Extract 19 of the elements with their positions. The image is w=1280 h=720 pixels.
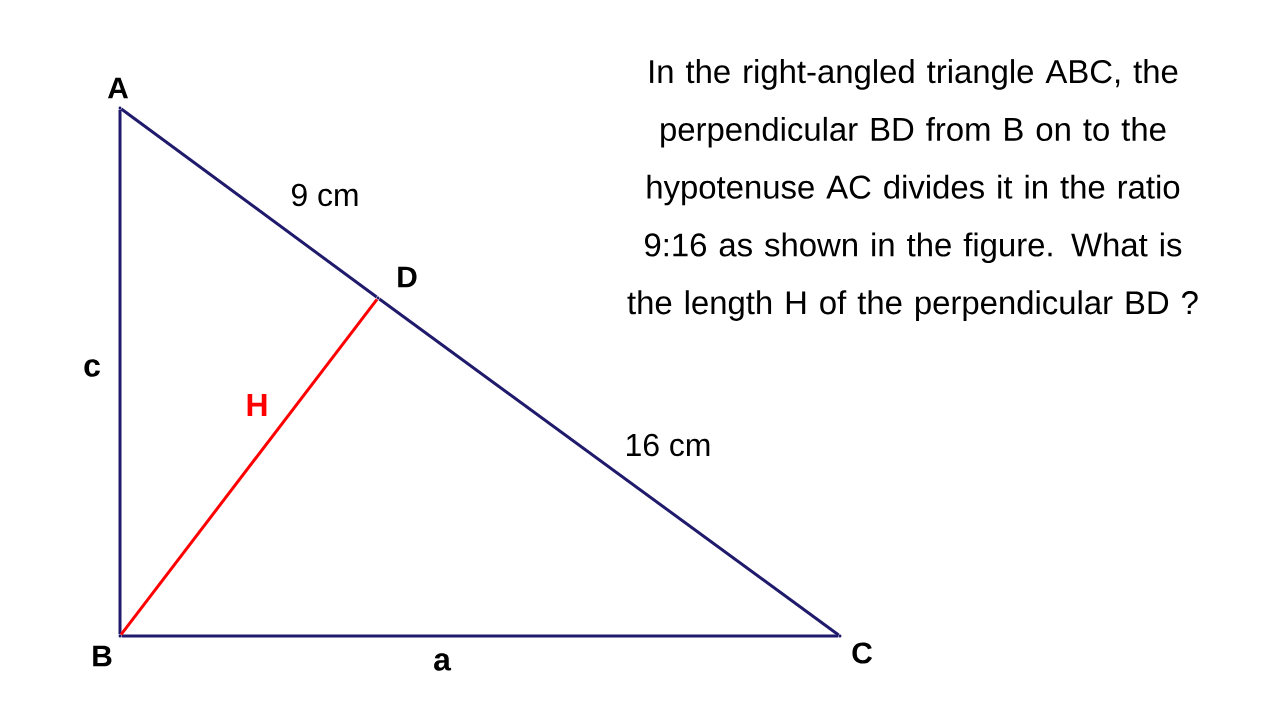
line-segment bbox=[378, 297, 840, 637]
node-label: D bbox=[398, 266, 417, 288]
question-text: In the right-angled triangle ABC, the perpendicular BD from B on to the hypotenuse AC divides it in the ratio 9:16 as shown in the figure. What is the length H of the perpendicular BD ? bbox=[627, 59, 1198, 321]
line-segment bbox=[120, 107, 378, 299]
node-label: A bbox=[107, 77, 129, 99]
line-segment bbox=[118, 109, 122, 635]
vertex: B bbox=[93, 634, 122, 667]
edge-label: a bbox=[432, 652, 452, 672]
edge-label: H bbox=[244, 393, 270, 417]
line-segment bbox=[119, 298, 379, 636]
node-label: B bbox=[93, 645, 112, 667]
vertex: C bbox=[838, 634, 872, 664]
edge-label: 16 cm bbox=[623, 432, 713, 458]
vertex: D bbox=[376, 266, 417, 300]
line-segment bbox=[121, 634, 839, 638]
edge-label: c bbox=[82, 358, 102, 378]
edge-label: 9 cm bbox=[289, 182, 361, 208]
node-label: C bbox=[852, 642, 872, 664]
vertex: A bbox=[107, 77, 128, 110]
